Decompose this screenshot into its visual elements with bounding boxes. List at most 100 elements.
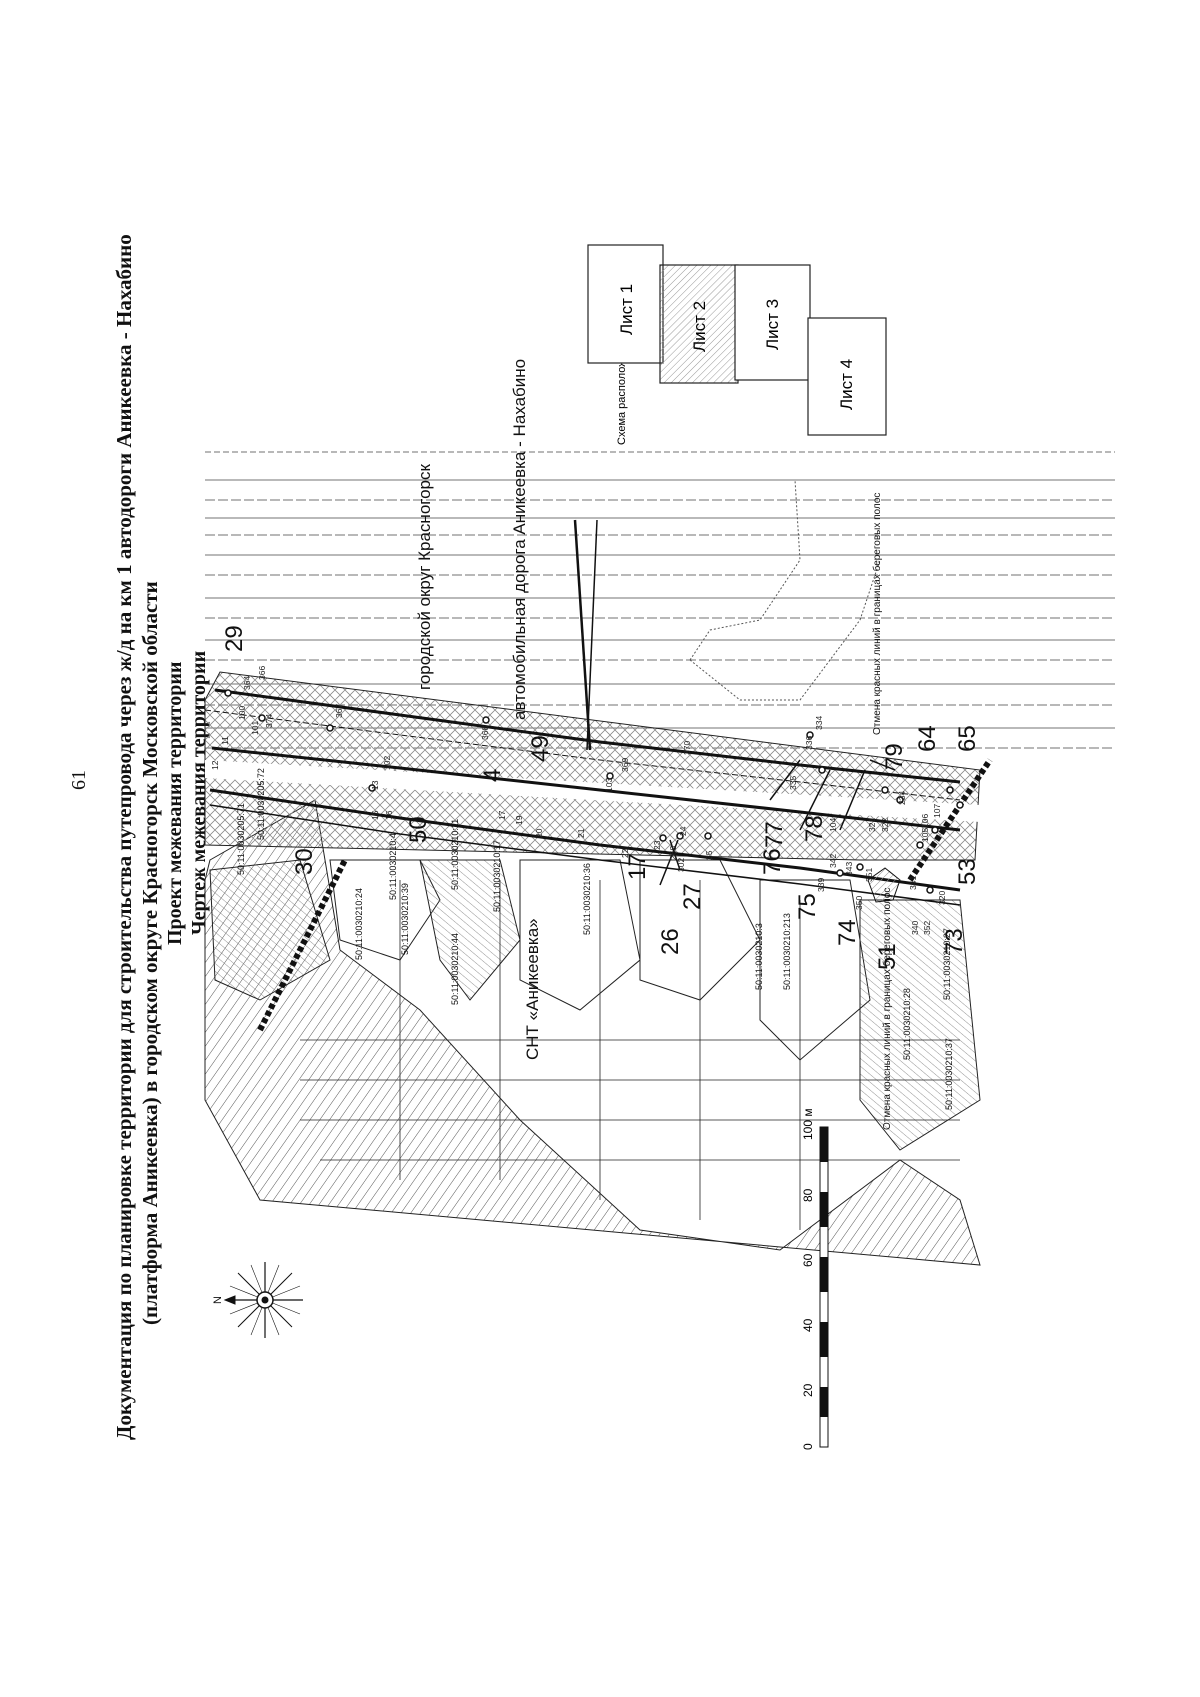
north-label: N [212, 1296, 224, 1304]
cadastral-label: 50:11:0030210:11 [450, 819, 460, 890]
zone-label: 76 [759, 848, 786, 875]
point-label: 15 [370, 810, 380, 820]
point-label: 20 [534, 828, 544, 838]
point-label: 102 [382, 756, 392, 770]
zone-label: 49 [527, 735, 554, 762]
point-label: 368 [480, 726, 490, 740]
cadastral-label: 50:11:0030210:36 [582, 863, 592, 935]
stream-line [689, 479, 881, 701]
point-label: 366 [257, 666, 267, 680]
point-label: 321 [867, 818, 877, 832]
point-label: 11 [220, 736, 230, 745]
point-label: 369 [620, 758, 630, 772]
note-red-lines-left: Отмена красных линий в границах береговы… [881, 888, 893, 1130]
point-label: 23 [652, 840, 662, 850]
scale-tick-label: 100 м [801, 1108, 815, 1140]
zone-label: 51 [874, 943, 901, 970]
zone-label: 53 [954, 858, 981, 885]
point-label: 340 [910, 921, 920, 935]
point-label: 352 [922, 921, 932, 935]
road-corridor [204, 671, 981, 861]
zone-label: 64 [914, 725, 941, 752]
point-label: 364 [242, 676, 252, 690]
point-label: 335 [788, 776, 798, 790]
zone-label: 4 [479, 769, 506, 782]
zone-label: 17 [624, 853, 651, 880]
point-label: 12 [210, 760, 220, 770]
snt-label: СНТ «Аникеевка» [523, 918, 542, 1060]
sheet-3-label: Лист 3 [763, 299, 782, 350]
point-label: 106 [920, 814, 930, 828]
point-label: 100 [237, 706, 247, 720]
point-label: 105 [920, 828, 930, 842]
point-label: 370 [682, 741, 692, 755]
point-label: 336 [804, 736, 814, 750]
cadastral-label: 50:11:0030210:44 [450, 933, 460, 1005]
scale-tick-label: 20 [801, 1383, 815, 1397]
scale-tick-label: 0 [801, 1443, 815, 1450]
point-label: 21 [576, 828, 586, 838]
point-label: 342 [828, 854, 838, 868]
zone-label: 78 [801, 815, 828, 842]
zone-label: 77 [761, 821, 788, 848]
sheet-scheme: Схема расположения листов: Лист 1 Лист 2… [587, 244, 887, 445]
point-label: 322 [880, 818, 890, 832]
scale-tick-label: 40 [801, 1318, 815, 1332]
zone-label: 65 [954, 725, 981, 752]
sheet-4-box [807, 317, 887, 436]
point-label: 19 [514, 815, 524, 825]
point-label: 351 [864, 868, 874, 882]
water-feature [867, 867, 901, 903]
zone-label: 79 [881, 743, 908, 770]
point-label: 339 [816, 878, 826, 892]
compass-icon: N [212, 1262, 303, 1338]
road-label-leader [573, 519, 592, 751]
zone-label: 73 [941, 928, 968, 955]
sheet-3-box [734, 264, 811, 381]
zone-label: 50 [405, 816, 432, 843]
municipality-label: городской округ Красногорск [415, 463, 434, 690]
point-label: 101 [250, 721, 260, 735]
point-label: 374 [264, 714, 274, 728]
point-label: 320 [937, 891, 947, 905]
point-label: 22 [620, 848, 630, 858]
cadastral-label: 50:11:0030210:4 [388, 833, 398, 900]
point-label: 343 [844, 862, 854, 876]
point-label: 350 [854, 896, 864, 910]
point-label: 13 [370, 780, 380, 790]
point-label: 16 [384, 810, 394, 820]
sheet-1-label: Лист 1 [617, 284, 636, 335]
point-label: 17 [497, 810, 507, 820]
point-label: 234 [897, 791, 907, 805]
point-label: 334 [814, 716, 824, 730]
note-red-lines-right: Отмена красных линий в границах береговы… [871, 493, 883, 735]
cadastral-label: 50:11:0030210:3 [754, 923, 764, 990]
sheet-2-label: Лист 2 [690, 301, 709, 352]
point-label: 268 [668, 846, 678, 860]
cadastral-label: 50:11:0030210:27 [942, 928, 952, 1000]
point-label: 24 [678, 826, 688, 836]
zone-label: 30 [291, 848, 318, 875]
cadastral-label: 50:11:0030210:24 [354, 888, 364, 960]
zone-label: 75 [794, 893, 821, 920]
scale-tick-label: 80 [801, 1188, 815, 1202]
zone-label: 74 [834, 919, 861, 946]
cadastral-label: 50:11:0030210:37 [944, 1038, 954, 1110]
point-labels: 364 366 100 101 374 367 368 12 11 102 13… [210, 666, 947, 935]
point-label: 341 [908, 876, 918, 890]
note-labels: Отмена красных линий в границах береговы… [871, 493, 893, 1130]
cadastral-label: 50:11:0030210:17 [492, 840, 502, 912]
boundary-points [224, 689, 964, 894]
scale-tick-label: 60 [801, 1253, 815, 1267]
parcels-hatched-area [204, 799, 981, 1266]
zone-label: 29 [221, 625, 248, 652]
road-label: автомобильная дорога Аникеевка - Нахабин… [510, 359, 529, 720]
point-label: 107 [932, 804, 942, 818]
area-labels: городской округ Красногорск автомобильна… [415, 359, 542, 1060]
cadastral-label: 50:11:0030210:213 [782, 913, 792, 990]
boundary-lines [204, 688, 961, 906]
cadastral-label: 50:11:0030205:72 [256, 768, 266, 840]
cadastral-label: 50:11:0030205:71 [236, 803, 246, 875]
point-label: 367 [334, 704, 344, 718]
